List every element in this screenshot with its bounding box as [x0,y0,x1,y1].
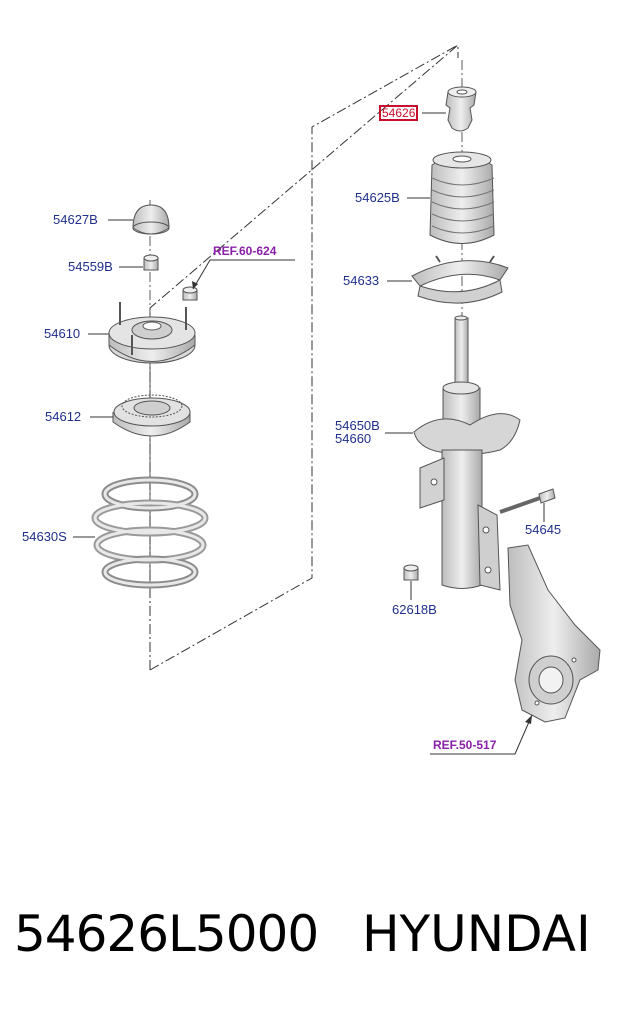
label-54633[interactable]: 54633 [343,273,380,288]
part-54559b-nut [143,254,159,271]
label-54612[interactable]: 54612 [45,409,82,424]
part-54626-bump-stop [445,86,477,132]
ref-50-517-knuckle [507,544,601,723]
part-54610-mount [108,302,196,364]
ref-label-60-624[interactable]: REF.60-624 [213,244,277,258]
label-54645[interactable]: 54645 [525,522,562,537]
assembly-frame-line-2 [149,44,459,671]
label-54626-highlighted[interactable]: 54626 [379,105,419,121]
ref-60-624-nut [182,286,198,301]
label-54559b[interactable]: 54559B [68,259,113,274]
label-62618b[interactable]: 62618B [392,602,437,617]
label-54610[interactable]: 54610 [44,326,81,341]
label-54625b[interactable]: 54625B [355,190,400,205]
part-54650b-strut [413,315,521,591]
exploded-parts-diagram: 54627B 54559B REF.60-624 54610 54612 546… [22,43,601,755]
brand-name: HYUNDAI [362,905,591,963]
label-54660[interactable]: 54660 [335,431,372,446]
part-62618b-nut [403,564,419,581]
part-number: 54626L5000 [14,905,319,963]
part-54625b-dust-boot [429,151,495,244]
ref-label-50-517[interactable]: REF.50-517 [433,738,497,752]
label-54650b[interactable]: 54650B [335,418,380,433]
part-54645-bolt [499,488,556,514]
part-54612-bearing [112,394,191,437]
part-54627b-cap [132,204,170,235]
part-54633-spring-pad [411,255,509,304]
label-54627b[interactable]: 54627B [53,212,98,227]
part-caption: 54626L5000 HYUNDAI [0,905,620,975]
diagram-drawing [73,43,601,755]
label-54630s[interactable]: 54630S [22,529,67,544]
